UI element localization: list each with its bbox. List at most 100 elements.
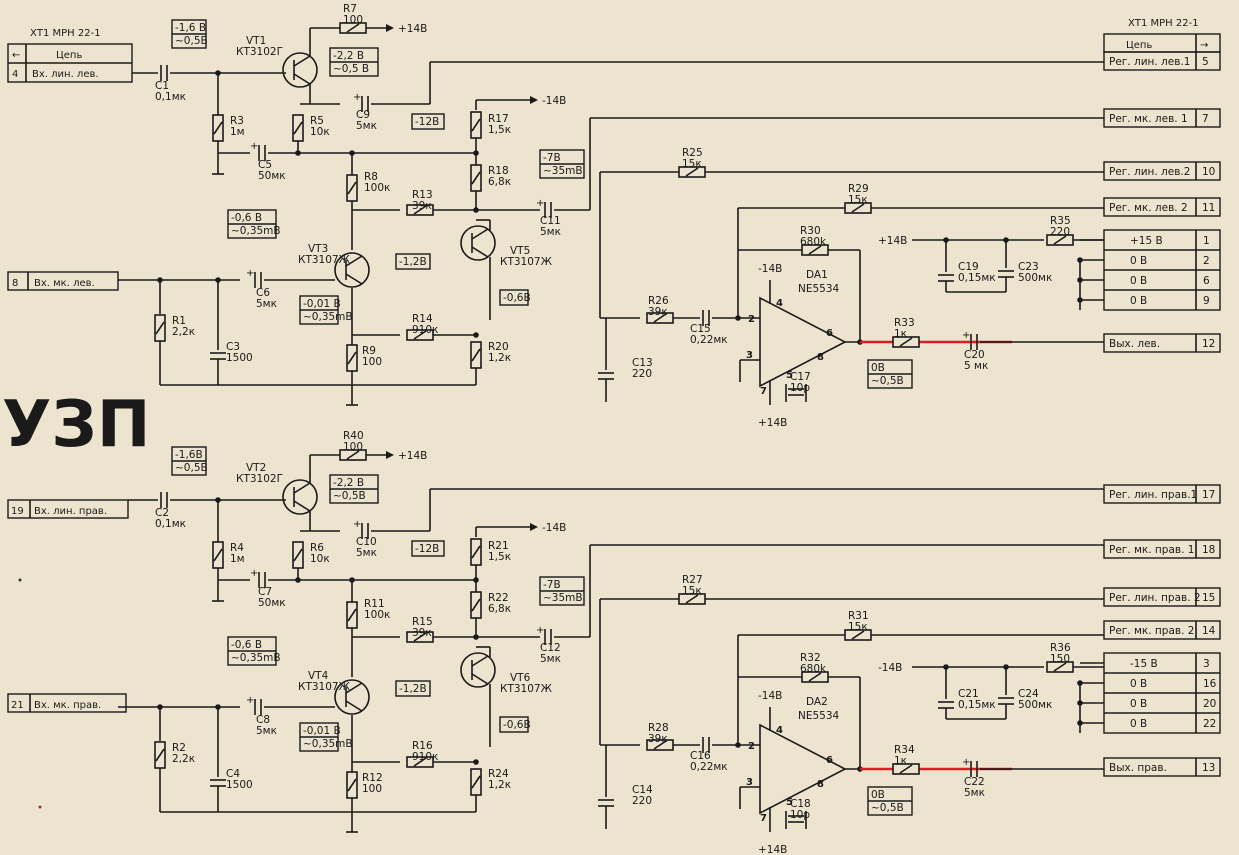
transistor-collector	[345, 255, 363, 267]
junction-dot	[295, 577, 301, 583]
resistor-mark	[293, 548, 303, 562]
resistor-mark	[471, 348, 481, 362]
resistor-value: 1,5к	[488, 551, 511, 563]
capacitor-value: 500мк	[1018, 699, 1052, 711]
connector-label-left: ХТ1 МРН 22-1	[30, 28, 101, 39]
polarity-plus-icon: +	[536, 198, 544, 209]
power-num: 1	[1203, 235, 1210, 247]
resistor-ref: R36	[1050, 642, 1071, 654]
capacitor-C1: С10,1мк	[155, 65, 186, 103]
pin-label: 5	[786, 370, 793, 381]
power-num: 20	[1203, 698, 1216, 710]
voltage-box: -0,01 В~0,35mВ	[299, 295, 353, 325]
resistor-mark	[347, 608, 357, 622]
capacitor-ref: С10	[356, 536, 377, 548]
resistor-ref: R22	[488, 592, 509, 604]
input-connector-line-right: 19 Вх. лин. прав.	[7, 499, 129, 519]
transistor-ref: VT5	[510, 245, 530, 257]
arrow-right-icon	[386, 24, 394, 32]
voltage-value: -1,6 В	[175, 22, 206, 34]
power-num: 6	[1203, 275, 1210, 287]
pin-label: 2	[748, 314, 755, 325]
polarity-plus-icon: +	[250, 141, 258, 152]
resistor-ref: R16	[412, 740, 433, 752]
capacitor-value: 5 мк	[964, 360, 988, 372]
voltage-value: 0В	[871, 362, 885, 374]
resistor-ref: R20	[488, 341, 509, 353]
resistor-mark	[471, 171, 481, 185]
resistor-R2: R22,2к	[154, 741, 195, 769]
resistor-ref: R15	[412, 616, 433, 628]
voltage-box: -1,6 В~0,5В	[171, 19, 208, 49]
voltage-value: -0,01 В	[303, 725, 341, 737]
voltage-value: 0В	[871, 789, 885, 801]
power-name: 0 В	[1130, 678, 1147, 690]
capacitor-value: 0,22мк	[690, 761, 728, 773]
pin-label: 6	[826, 755, 833, 766]
resistor-value: 100	[362, 356, 382, 368]
voltage-frame	[411, 540, 445, 557]
left-header-col: Цепь	[56, 50, 82, 61]
resistor-ref: R17	[488, 113, 509, 125]
connector-frame	[1103, 757, 1221, 777]
transistor-body	[460, 225, 496, 261]
connector-name: Рег. мк. лев. 2	[1109, 202, 1188, 214]
resistor-ref: R9	[362, 345, 376, 357]
voltage-box: -2,2 В~0,5В	[329, 474, 379, 504]
transistor-type: КТ3107Ж	[298, 681, 351, 693]
connector-frame	[1103, 51, 1221, 71]
junction-dot	[735, 315, 741, 321]
connector-num: 17	[1202, 489, 1215, 501]
resistor-ref: R21	[488, 540, 509, 552]
connector-name: Рег. мк. прав. 1	[1109, 544, 1194, 556]
polarity-plus-icon: +	[353, 92, 361, 103]
connector-num: 15	[1202, 592, 1215, 604]
power-name: 0 В	[1130, 295, 1147, 307]
capacitor-ref: С6	[256, 287, 270, 299]
power-name: 0 В	[1130, 718, 1147, 730]
arrow-left-icon: ←	[12, 50, 20, 61]
resistor-ref: R3	[230, 115, 244, 127]
pin-label: 8	[817, 352, 824, 363]
transistor-emitter	[293, 73, 311, 85]
junction-dot	[473, 150, 479, 156]
capacitor-ref: С17	[790, 371, 811, 383]
pin-label: 7	[760, 813, 767, 824]
polarity-plus-icon: +	[250, 568, 258, 579]
capacitor-ref: С18	[790, 798, 811, 810]
capacitor-ref: С23	[1018, 261, 1039, 273]
resistor-ref: R8	[364, 171, 378, 183]
resistor-mark	[471, 545, 481, 559]
resistor-ref: R26	[648, 295, 669, 307]
resistor-value: 100	[343, 441, 363, 453]
voltage-value: -7В	[543, 579, 561, 591]
connector-num: 14	[1202, 625, 1216, 637]
voltage-frame	[499, 716, 529, 733]
junction-dot	[473, 759, 479, 765]
resistor-value: 39к	[412, 200, 432, 212]
resistor-ref: R12	[362, 772, 383, 784]
transistor-type: КТ3107Ж	[298, 254, 351, 266]
opamp-type: NE5534	[798, 283, 840, 295]
opamp-body	[759, 723, 847, 815]
capacitor-value: 500мк	[1018, 272, 1052, 284]
